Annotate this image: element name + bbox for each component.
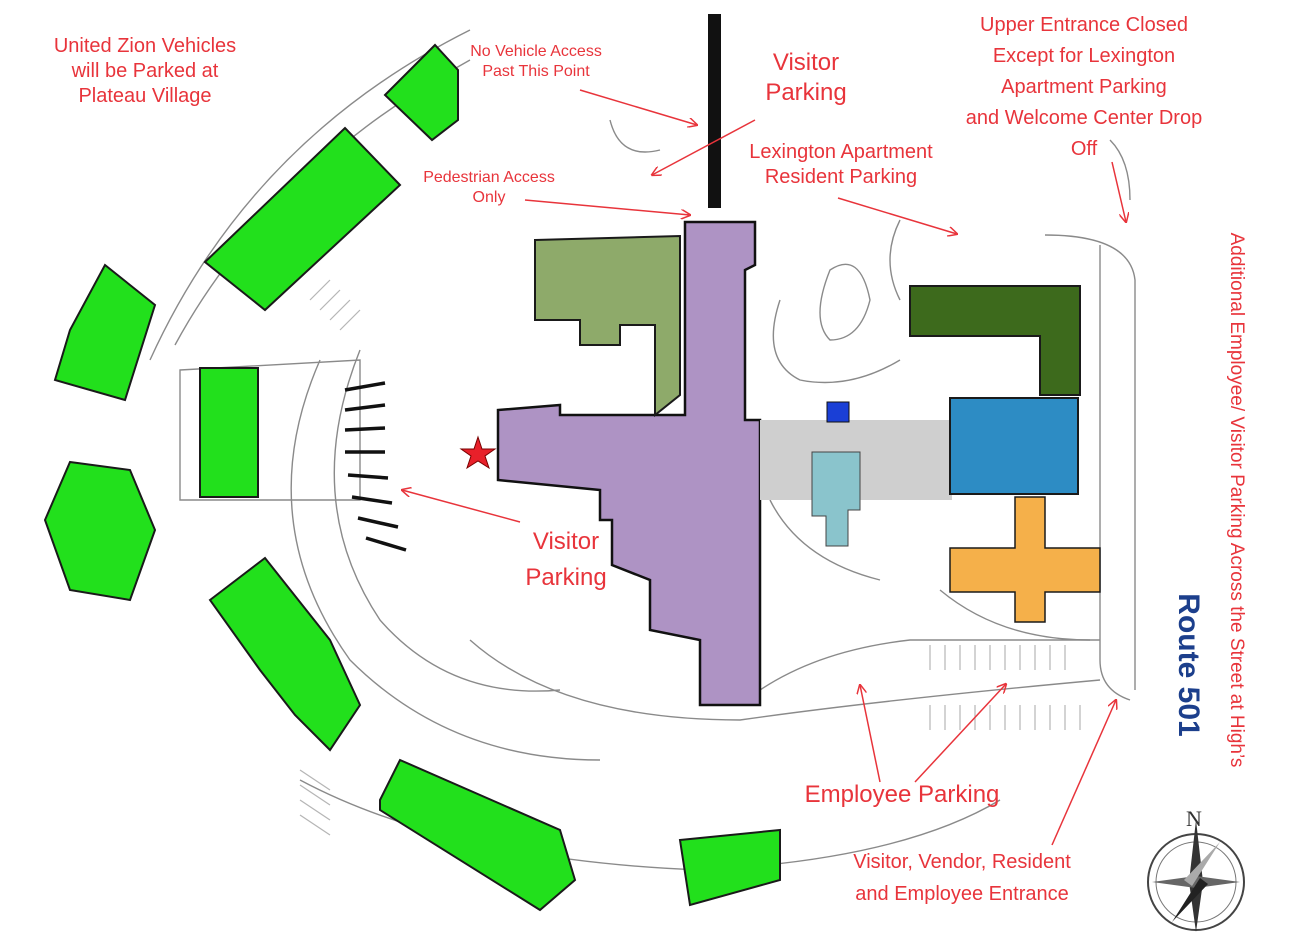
welcome-center-marker [826,401,850,423]
dark-green-wing [909,285,1081,396]
lexington-label: Lexington Apartment Resident Parking [749,141,933,188]
no-vehicle-label: No Vehicle Access Past This Point [470,43,602,80]
sage-wing [534,234,681,418]
pedestrian-label: Pedestrian Access Only [423,169,555,206]
cottages [43,43,781,912]
barrier-bar [708,14,721,208]
visitor-stall-marks [344,381,407,552]
main-building [496,220,762,707]
united-zion-label: United Zion Vehicles will be Parked at P… [53,35,237,107]
employee-parking-label: Employee Parking [804,781,1000,808]
visitor-parking-top-label: Visitor Parking [765,49,847,106]
route-label: Route 501 [1172,593,1205,737]
teal-wing [811,451,861,547]
entrance-label: Visitor, Vendor, Resident and Employee E… [853,851,1071,905]
north-label: N [1186,806,1202,831]
orange-wing [949,496,1101,623]
compass-rose-icon [1147,820,1245,932]
star-marker-icon [459,435,497,470]
annotation-arrows [402,89,1126,846]
upper-entrance-label: Upper Entrance Closed Except for Lexingt… [965,14,1203,160]
additional-parking-label: Additional Employee/ Visitor Parking Acr… [1226,232,1247,768]
blue-wing [949,397,1079,495]
visitor-parking-left-label: Visitor Parking [525,528,607,591]
